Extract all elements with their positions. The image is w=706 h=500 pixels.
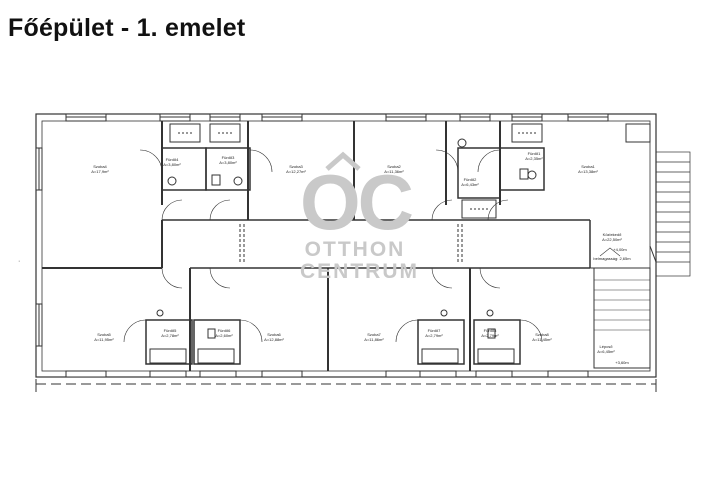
room-area: A=6,45m² bbox=[597, 349, 615, 354]
room-area: A=11,95m² bbox=[94, 337, 114, 342]
room-area: A=11,36m² bbox=[384, 169, 404, 174]
room-area: A=11,86m² bbox=[364, 337, 384, 342]
room-area: A=12,88m² bbox=[264, 337, 284, 342]
room-label: Szoba7 bbox=[367, 332, 381, 337]
watermark: OC OTTHON CENTRUM bbox=[300, 151, 419, 283]
room-area: A=3,80m² bbox=[219, 160, 237, 165]
room-label: Fürdő3 bbox=[222, 155, 235, 160]
room-area: A=11,45m² bbox=[532, 337, 552, 342]
room-label: Szoba2 bbox=[387, 164, 401, 169]
room-label: Fürdő7 bbox=[428, 328, 441, 333]
level-marker: +3,60m bbox=[615, 360, 629, 365]
ceiling-height-note: belmagasság: 2,65m bbox=[593, 256, 631, 261]
room-area: A=17,9m² bbox=[91, 169, 109, 174]
room-area: A=2,35m² bbox=[525, 156, 543, 161]
room-label: Fürdő2 bbox=[464, 177, 477, 182]
page-title: Főépület - 1. emelet bbox=[8, 14, 246, 42]
room-area: A=2,78m² bbox=[161, 333, 179, 338]
watermark-logo: OC bbox=[300, 151, 414, 241]
room-area: A=22,50m² bbox=[602, 237, 622, 242]
watermark-line2: CENTRUM bbox=[300, 260, 419, 283]
room-area: A=3,80m² bbox=[163, 162, 181, 167]
stray-mark: · bbox=[18, 258, 21, 265]
room-label: Fürdő8 bbox=[484, 328, 497, 333]
room-area: A=2,79m² bbox=[425, 333, 443, 338]
room-label: Fürdő6 bbox=[218, 328, 231, 333]
room-label: Szoba1 bbox=[581, 164, 595, 169]
room-label: Fürdő5 bbox=[164, 328, 177, 333]
room-area: A=2,79m² bbox=[481, 333, 499, 338]
level-marker: +4,00m bbox=[613, 247, 627, 252]
watermark-line1: OTTHON bbox=[304, 238, 406, 261]
room-label: Szoba5 bbox=[97, 332, 111, 337]
room-area: A=6,43m² bbox=[461, 182, 479, 187]
room-label: Szoba3 bbox=[289, 164, 303, 169]
watermark-logo-text: OC bbox=[300, 158, 414, 246]
room-label: Fürdő4 bbox=[166, 157, 179, 162]
room-label: Fürdő1 bbox=[528, 151, 541, 156]
room-label: Szoba8 bbox=[535, 332, 549, 337]
room-label: Szoba4 bbox=[93, 164, 107, 169]
room-label: Közlekedő bbox=[603, 232, 622, 237]
room-area: A=12,27m² bbox=[286, 169, 306, 174]
room-label: Szoba6 bbox=[267, 332, 281, 337]
room-area: A=2,60m² bbox=[215, 333, 233, 338]
room-label: Lépcső bbox=[600, 344, 614, 349]
roof-icon bbox=[325, 151, 361, 171]
room-area: A=13,38m² bbox=[578, 169, 598, 174]
